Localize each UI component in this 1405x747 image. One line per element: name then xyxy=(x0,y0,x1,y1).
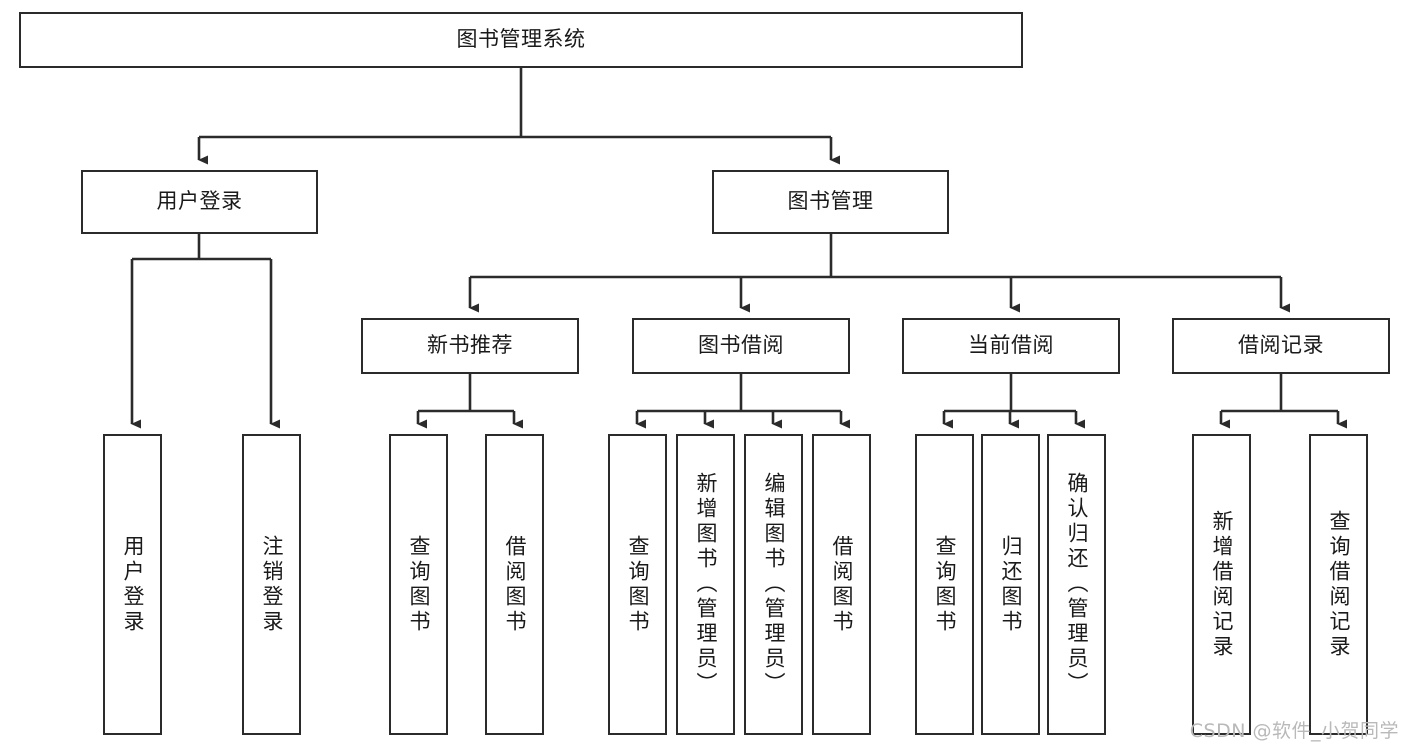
edge-group-book-borrow xyxy=(635,374,850,429)
node-leaf-borrow-book-2-label: 借阅图书 xyxy=(830,534,854,635)
node-root-label: 图书管理系统 xyxy=(456,27,586,52)
edge-group-new-book-rec xyxy=(416,374,523,429)
node-leaf-add-record[interactable]: 新增借阅记录 xyxy=(1192,434,1251,735)
node-leaf-query-record-label: 查询借阅记录 xyxy=(1327,509,1351,660)
node-book-borrow[interactable]: 图书借阅 xyxy=(632,318,850,374)
node-leaf-query-book-2-label: 查询图书 xyxy=(626,534,650,635)
node-book-manage[interactable]: 图书管理 xyxy=(712,170,949,234)
node-leaf-add-book[interactable]: 新增图书（管理员） xyxy=(676,434,735,735)
node-root[interactable]: 图书管理系统 xyxy=(19,12,1023,68)
node-leaf-borrow-book-1-label: 借阅图书 xyxy=(503,534,527,635)
edge-group-root xyxy=(197,68,840,165)
node-user-login-label: 用户登录 xyxy=(156,189,243,214)
node-leaf-borrow-book-1[interactable]: 借阅图书 xyxy=(485,434,544,735)
node-leaf-return-book[interactable]: 归还图书 xyxy=(981,434,1040,735)
node-leaf-query-book-1[interactable]: 查询图书 xyxy=(389,434,448,735)
edge-group-book-manage xyxy=(468,234,1290,313)
node-borrow-record[interactable]: 借阅记录 xyxy=(1172,318,1390,374)
node-leaf-edit-book[interactable]: 编辑图书（管理员） xyxy=(744,434,803,735)
node-leaf-confirm-return[interactable]: 确认归还（管理员） xyxy=(1047,434,1106,735)
node-leaf-return-book-label: 归还图书 xyxy=(999,534,1023,635)
node-book-manage-label: 图书管理 xyxy=(787,189,874,214)
node-leaf-add-record-label: 新增借阅记录 xyxy=(1210,509,1234,660)
node-borrow-record-label: 借阅记录 xyxy=(1238,333,1324,358)
node-leaf-query-book-1-label: 查询图书 xyxy=(407,534,431,635)
edge-group-current-borrow xyxy=(942,374,1085,429)
watermark-text: CSDN @软件_小贺同学 xyxy=(1189,720,1399,742)
node-user-login[interactable]: 用户登录 xyxy=(81,170,318,234)
node-leaf-query-book-2[interactable]: 查询图书 xyxy=(608,434,667,735)
node-leaf-user-login-label: 用户登录 xyxy=(121,534,145,635)
node-leaf-logout-label: 注销登录 xyxy=(260,534,284,635)
node-current-borrow-label: 当前借阅 xyxy=(968,333,1054,358)
node-leaf-borrow-book-2[interactable]: 借阅图书 xyxy=(812,434,871,735)
node-leaf-query-book-3-label: 查询图书 xyxy=(933,534,957,635)
node-leaf-logout[interactable]: 注销登录 xyxy=(242,434,301,735)
node-leaf-add-book-label: 新增图书（管理员） xyxy=(694,472,718,697)
node-leaf-confirm-return-label: 确认归还（管理员） xyxy=(1065,472,1089,697)
node-new-book-recommend-label: 新书推荐 xyxy=(427,333,513,358)
node-leaf-query-book-3[interactable]: 查询图书 xyxy=(915,434,974,735)
node-book-borrow-label: 图书借阅 xyxy=(698,333,784,358)
edge-group-user-login xyxy=(130,234,280,429)
node-current-borrow[interactable]: 当前借阅 xyxy=(902,318,1120,374)
node-leaf-query-record[interactable]: 查询借阅记录 xyxy=(1309,434,1368,735)
node-leaf-edit-book-label: 编辑图书（管理员） xyxy=(762,472,786,697)
node-new-book-recommend[interactable]: 新书推荐 xyxy=(361,318,579,374)
node-leaf-user-login[interactable]: 用户登录 xyxy=(103,434,162,735)
edge-group-borrow-record xyxy=(1219,374,1347,429)
